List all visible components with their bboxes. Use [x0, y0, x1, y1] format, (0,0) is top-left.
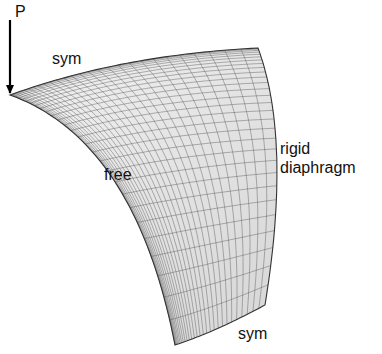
- mesh-line: [141, 61, 223, 327]
- mesh-line: [78, 110, 273, 136]
- mesh-line: [85, 119, 274, 144]
- shell-surface: [10, 48, 277, 345]
- mesh-line: [180, 55, 237, 320]
- boundary-label: sym: [238, 324, 267, 343]
- mesh-line: [115, 160, 277, 182]
- shell-edge: [10, 48, 277, 345]
- boundary-label: P: [15, 2, 26, 21]
- mesh-line: [100, 138, 276, 161]
- mesh-line: [107, 67, 210, 331]
- mesh-line: [33, 87, 184, 342]
- mesh-line: [79, 74, 200, 336]
- mesh-line: [164, 266, 271, 297]
- mesh-line: [13, 94, 176, 345]
- mesh-line: [151, 231, 274, 257]
- mesh-line: [97, 69, 206, 333]
- mesh-line: [166, 57, 232, 322]
- mesh-line: [71, 103, 272, 131]
- mesh-line: [88, 72, 203, 335]
- boundary-label: sym: [52, 49, 81, 68]
- mesh-line: [129, 63, 218, 328]
- mesh-line: [63, 78, 194, 338]
- mesh-line: [153, 59, 227, 325]
- mesh-line: [10, 48, 258, 95]
- load-arrow: [9, 20, 11, 93]
- mesh-line: [64, 95, 271, 125]
- mesh-line: [241, 49, 267, 308]
- mesh-line: [49, 82, 189, 340]
- mesh-line: [130, 186, 277, 208]
- mesh-line: [209, 52, 250, 315]
- mesh-line: [123, 173, 278, 195]
- mesh-line: [170, 285, 268, 320]
- boundary-label: rigid diaphragm: [280, 139, 364, 177]
- mesh-line: [118, 65, 214, 330]
- mesh-line: [158, 248, 273, 276]
- mesh-line: [225, 50, 258, 311]
- mesh-line: [20, 91, 178, 343]
- mesh-line: [137, 200, 276, 223]
- boundary-label: free: [104, 165, 132, 184]
- mesh-line: [93, 128, 276, 152]
- mesh-line: [38, 86, 185, 342]
- mesh-line: [144, 215, 275, 239]
- mesh-line: [194, 53, 243, 317]
